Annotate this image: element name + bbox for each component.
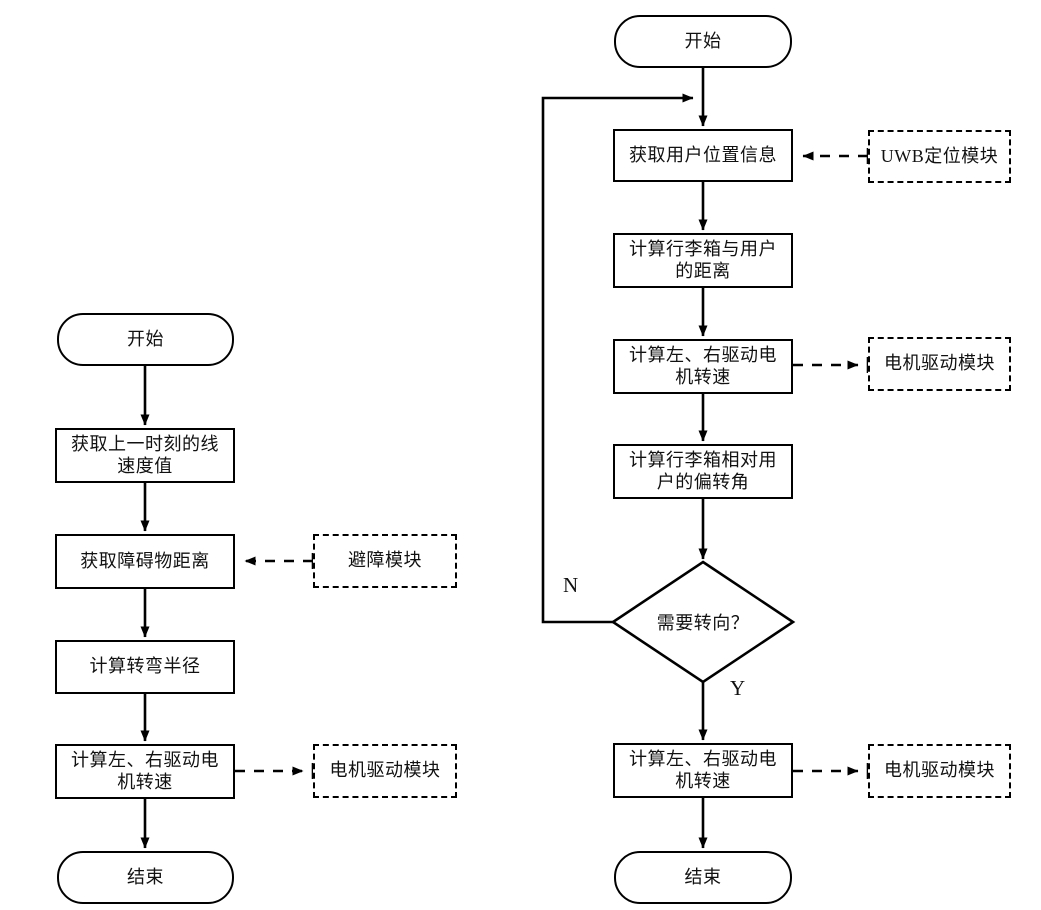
right-process-calc-distance[interactable]: 计算行李箱与用户 的距离: [613, 233, 793, 288]
right-process-calc-motor-speed-top[interactable]: 计算左、右驱动电 机转速: [613, 339, 793, 394]
node-label: 获取上一时刻的线 速度值: [71, 433, 219, 476]
module-label: 电机驱动模块: [884, 353, 995, 374]
decision-label-need-turn[interactable]: 需要转向？: [613, 562, 793, 682]
left-end-terminator[interactable]: 结束: [57, 851, 234, 904]
left-process-get-obstacle-distance[interactable]: 获取障碍物距离: [55, 534, 235, 589]
node-label: 计算左、右驱动电 机转速: [71, 749, 219, 792]
left-module-motor-driver[interactable]: 电机驱动模块: [313, 744, 457, 798]
right-module-motor-driver-bottom[interactable]: 电机驱动模块: [868, 744, 1011, 798]
node-label: 开始: [127, 328, 164, 349]
left-start-terminator[interactable]: 开始: [57, 313, 234, 366]
left-module-obstacle-avoidance[interactable]: 避障模块: [313, 534, 457, 588]
right-process-calc-motor-speed-bottom[interactable]: 计算左、右驱动电 机转速: [613, 743, 793, 798]
module-label: 避障模块: [348, 550, 422, 571]
node-label: 计算行李箱相对用 户的偏转角: [629, 449, 777, 492]
right-process-get-user-position[interactable]: 获取用户位置信息: [613, 129, 793, 182]
branch-label-yes: Y: [730, 676, 746, 700]
right-process-calc-yaw-angle[interactable]: 计算行李箱相对用 户的偏转角: [613, 444, 793, 499]
module-label: 电机驱动模块: [884, 760, 995, 781]
node-label: 获取用户位置信息: [629, 144, 777, 165]
right-end-terminator[interactable]: 结束: [614, 851, 792, 904]
module-label: 电机驱动模块: [329, 760, 441, 781]
left-process-calc-motor-speed[interactable]: 计算左、右驱动电 机转速: [55, 744, 235, 799]
branch-label-no: N: [563, 573, 579, 597]
decision-diamond-need-turn: [610, 560, 796, 684]
node-label: 计算左、右驱动电 机转速: [629, 344, 777, 387]
node-label: 需要转向？: [656, 613, 750, 633]
node-label: 结束: [127, 866, 164, 887]
left-process-calc-turn-radius[interactable]: 计算转弯半径: [55, 640, 235, 694]
node-label: 计算行李箱与用户 的距离: [629, 238, 777, 281]
node-label: 获取障碍物距离: [80, 550, 210, 571]
node-label: 计算左、右驱动电 机转速: [629, 748, 777, 791]
node-label: 结束: [684, 866, 722, 887]
left-process-get-last-linear-speed[interactable]: 获取上一时刻的线 速度值: [55, 428, 235, 483]
node-label: 计算转弯半径: [89, 656, 201, 677]
right-module-uwb-positioning[interactable]: UWB定位模块: [868, 130, 1011, 183]
module-label: UWB定位模块: [880, 145, 999, 166]
node-label: 开始: [684, 30, 722, 51]
right-start-terminator[interactable]: 开始: [614, 15, 792, 68]
right-module-motor-driver-top[interactable]: 电机驱动模块: [868, 337, 1011, 391]
